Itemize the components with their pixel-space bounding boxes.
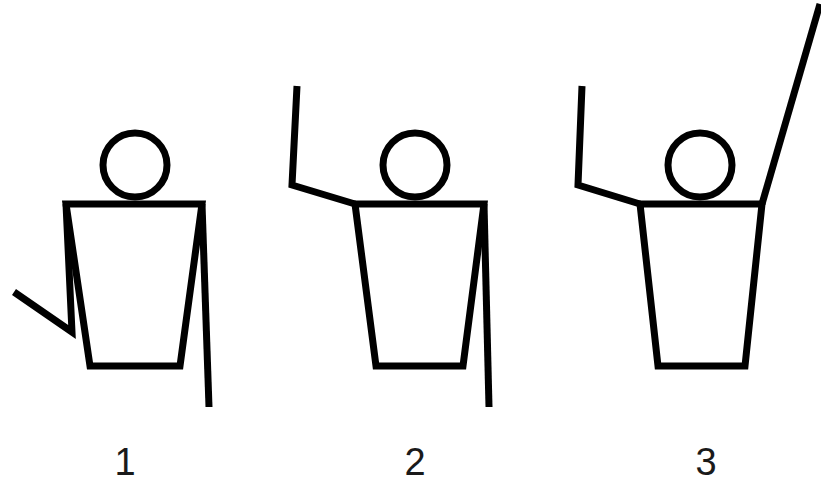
- arm: [202, 204, 209, 407]
- torso: [355, 204, 484, 366]
- arm: [14, 204, 72, 332]
- arm: [578, 86, 640, 204]
- figure-number: 3: [676, 440, 736, 484]
- arm: [484, 204, 489, 407]
- figure-number: 1: [95, 440, 155, 484]
- stick-figure: [14, 133, 209, 407]
- arm: [762, 4, 820, 204]
- head: [383, 133, 447, 197]
- head: [103, 133, 167, 197]
- figure-number: 2: [385, 440, 445, 484]
- arm: [292, 86, 355, 204]
- stick-figure: [292, 86, 489, 407]
- torso: [640, 204, 762, 366]
- torso: [66, 204, 202, 366]
- head: [668, 133, 732, 197]
- stick-figure: [578, 4, 820, 366]
